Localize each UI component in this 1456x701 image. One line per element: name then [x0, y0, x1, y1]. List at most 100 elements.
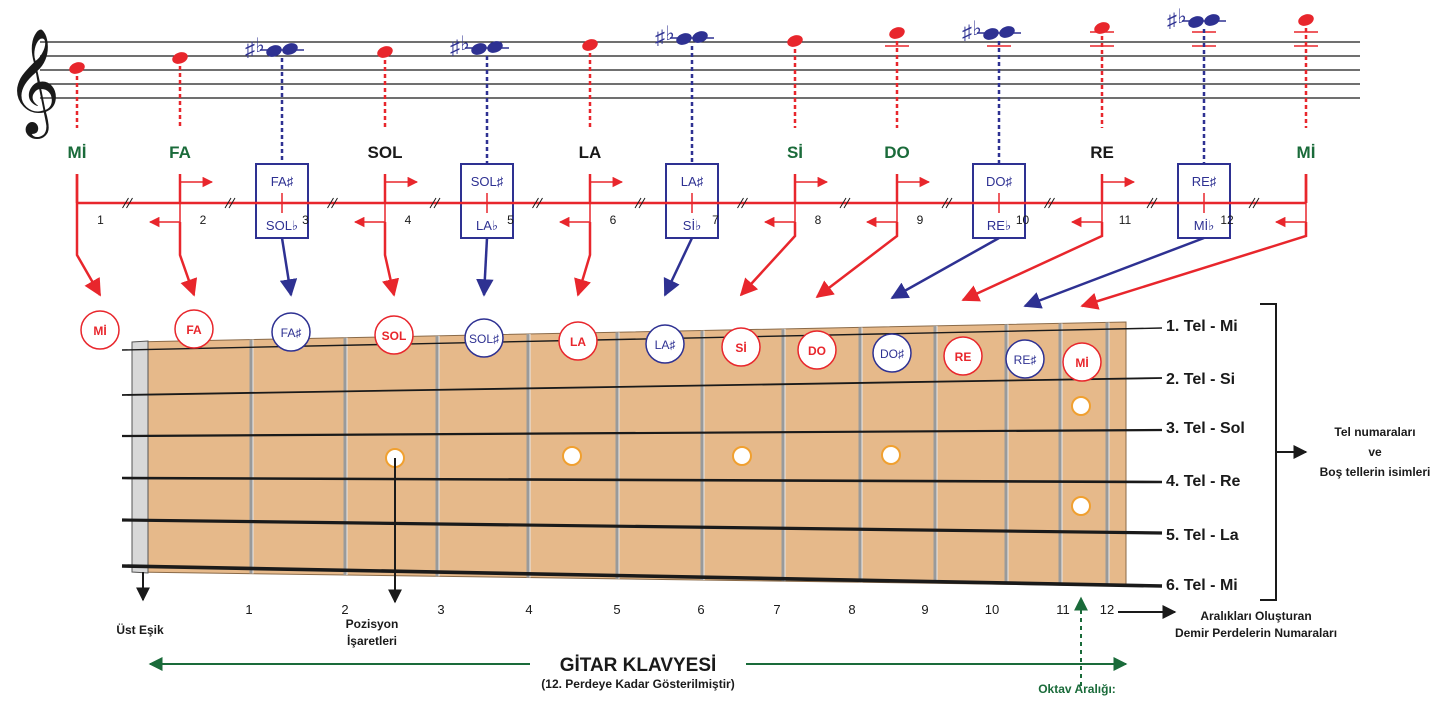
- note-name: Mİ: [68, 143, 87, 162]
- note-head: [282, 43, 298, 55]
- fretboard-note: LA♯: [645, 324, 685, 364]
- fretboard-note: FA♯: [271, 312, 311, 352]
- interval-number: 2: [200, 213, 207, 227]
- position-marks-label-2: İşaretleri: [347, 633, 397, 648]
- fretboard-note-label: FA: [186, 323, 202, 337]
- fret-number: 6: [697, 602, 704, 617]
- note-name: DO: [884, 143, 910, 162]
- string-label: 2. Tel - Si: [1166, 371, 1235, 388]
- interval-number: 5: [507, 213, 514, 227]
- strings-caption-line3: Boş tellerin isimleri: [1320, 465, 1431, 479]
- interval-number: 1: [97, 213, 104, 227]
- note-head: [1298, 14, 1314, 26]
- sharp-icon: ♯: [450, 37, 460, 59]
- octave-label: Oktav Aralığı:: [1038, 682, 1116, 696]
- string-label: 4. Tel - Re: [1166, 473, 1240, 490]
- note-head: [1188, 16, 1204, 28]
- interval-tick-mark: [1146, 197, 1158, 209]
- interval-number: 3: [302, 213, 309, 227]
- note-circle: [645, 324, 685, 364]
- position-marks-label-1: Pozisyon: [346, 617, 399, 631]
- note-circle: [271, 312, 311, 352]
- note-head: [983, 28, 999, 40]
- flat-name: Sİ♭: [683, 218, 701, 233]
- fretboard-note-label: DO: [808, 344, 826, 358]
- music-staff: 𝄞: [6, 27, 1360, 139]
- fret-numbers-caption-1: Aralıkları Oluşturan: [1200, 609, 1311, 623]
- interval-number: 9: [917, 213, 924, 227]
- note-head: [1094, 22, 1110, 34]
- flat-icon: ♭: [460, 33, 469, 55]
- note-head: [377, 46, 393, 58]
- fretboard-note: Sİ: [721, 327, 761, 367]
- note-head: [692, 31, 708, 43]
- fretboard-note: DO: [797, 330, 837, 370]
- sharp-icon: ♯: [245, 39, 255, 61]
- diagram-subtitle: (12. Perdeye Kadar Gösterilmiştir): [541, 677, 734, 691]
- guitar-string: [121, 377, 1163, 396]
- nut-label: Üst Eşik: [116, 622, 164, 637]
- connector-arrow: [739, 222, 797, 297]
- flat-name: SOL♭: [266, 218, 298, 233]
- note-name: Mİ: [1297, 143, 1316, 162]
- guitar-string: [121, 428, 1163, 438]
- fret-number: 12: [1100, 602, 1114, 617]
- string-label: 5. Tel - La: [1166, 527, 1239, 544]
- fretboard-note: FA: [174, 309, 214, 349]
- flat-icon: ♭: [665, 23, 674, 45]
- note-circle: [797, 330, 837, 370]
- fretboard-note: RE♯: [1005, 339, 1045, 379]
- nut: [131, 340, 149, 574]
- guitar-string: [121, 476, 1163, 484]
- connector-arrow: [476, 237, 494, 297]
- note-name: FA: [169, 143, 191, 162]
- interval-tick-mark: [532, 197, 543, 209]
- interval-number: 8: [815, 213, 822, 227]
- fret-number: 2: [341, 602, 348, 617]
- fret-number: 7: [773, 602, 780, 617]
- interval-number: 4: [405, 213, 412, 227]
- note-column: RE: [961, 22, 1136, 302]
- flat-name: LA♭: [476, 218, 498, 233]
- connector-arrow: [574, 222, 592, 297]
- fretboard-note: Mİ: [1062, 342, 1102, 382]
- strings-caption: Tel numaraları ve Boş tellerin isimleri: [1260, 303, 1431, 601]
- fretboard-note: Mİ: [80, 310, 120, 350]
- interval-tick-mark: [1044, 197, 1055, 209]
- note-circle: [174, 309, 214, 349]
- note-head: [471, 43, 487, 55]
- note-column: FA: [148, 52, 214, 297]
- note-head: [999, 26, 1015, 38]
- fretboard-note-label: Mİ: [93, 323, 106, 338]
- fret-number: 5: [613, 602, 620, 617]
- sharp-name: SOL♯: [471, 174, 504, 189]
- note-column: SOL: [353, 46, 419, 297]
- interval-tick-mark: [429, 197, 441, 209]
- note-name: Sİ: [787, 143, 803, 162]
- note-head: [172, 52, 188, 64]
- connector-arrow: [178, 222, 198, 297]
- note-circle: [464, 318, 504, 358]
- sharp-icon: ♯: [962, 22, 972, 44]
- note-name: RE: [1090, 143, 1114, 162]
- interval-tick-mark: [839, 197, 851, 209]
- fretboard-note-label: LA♯: [655, 338, 676, 352]
- flat-icon: ♭: [1177, 6, 1186, 28]
- fretboard-note-label: FA♯: [281, 326, 302, 340]
- sharp-name: FA♯: [271, 174, 293, 189]
- treble-clef-icon: 𝄞: [6, 27, 60, 139]
- strings-caption-line1: Tel numaraları: [1334, 425, 1415, 439]
- fretboard-note-label: DO♯: [880, 347, 904, 361]
- note-column: ♯♭LA♯Sİ♭: [655, 23, 719, 297]
- interval-tick-mark: [941, 197, 953, 209]
- interval-tick-mark: [737, 197, 748, 209]
- fret-number: 8: [848, 602, 855, 617]
- interval-number: 10: [1016, 213, 1030, 227]
- note-circle: [721, 327, 761, 367]
- interval-number: 7: [712, 213, 719, 227]
- fretboard-note: LA: [558, 321, 598, 361]
- connector-arrow: [890, 236, 1000, 300]
- interval-number: 6: [610, 213, 617, 227]
